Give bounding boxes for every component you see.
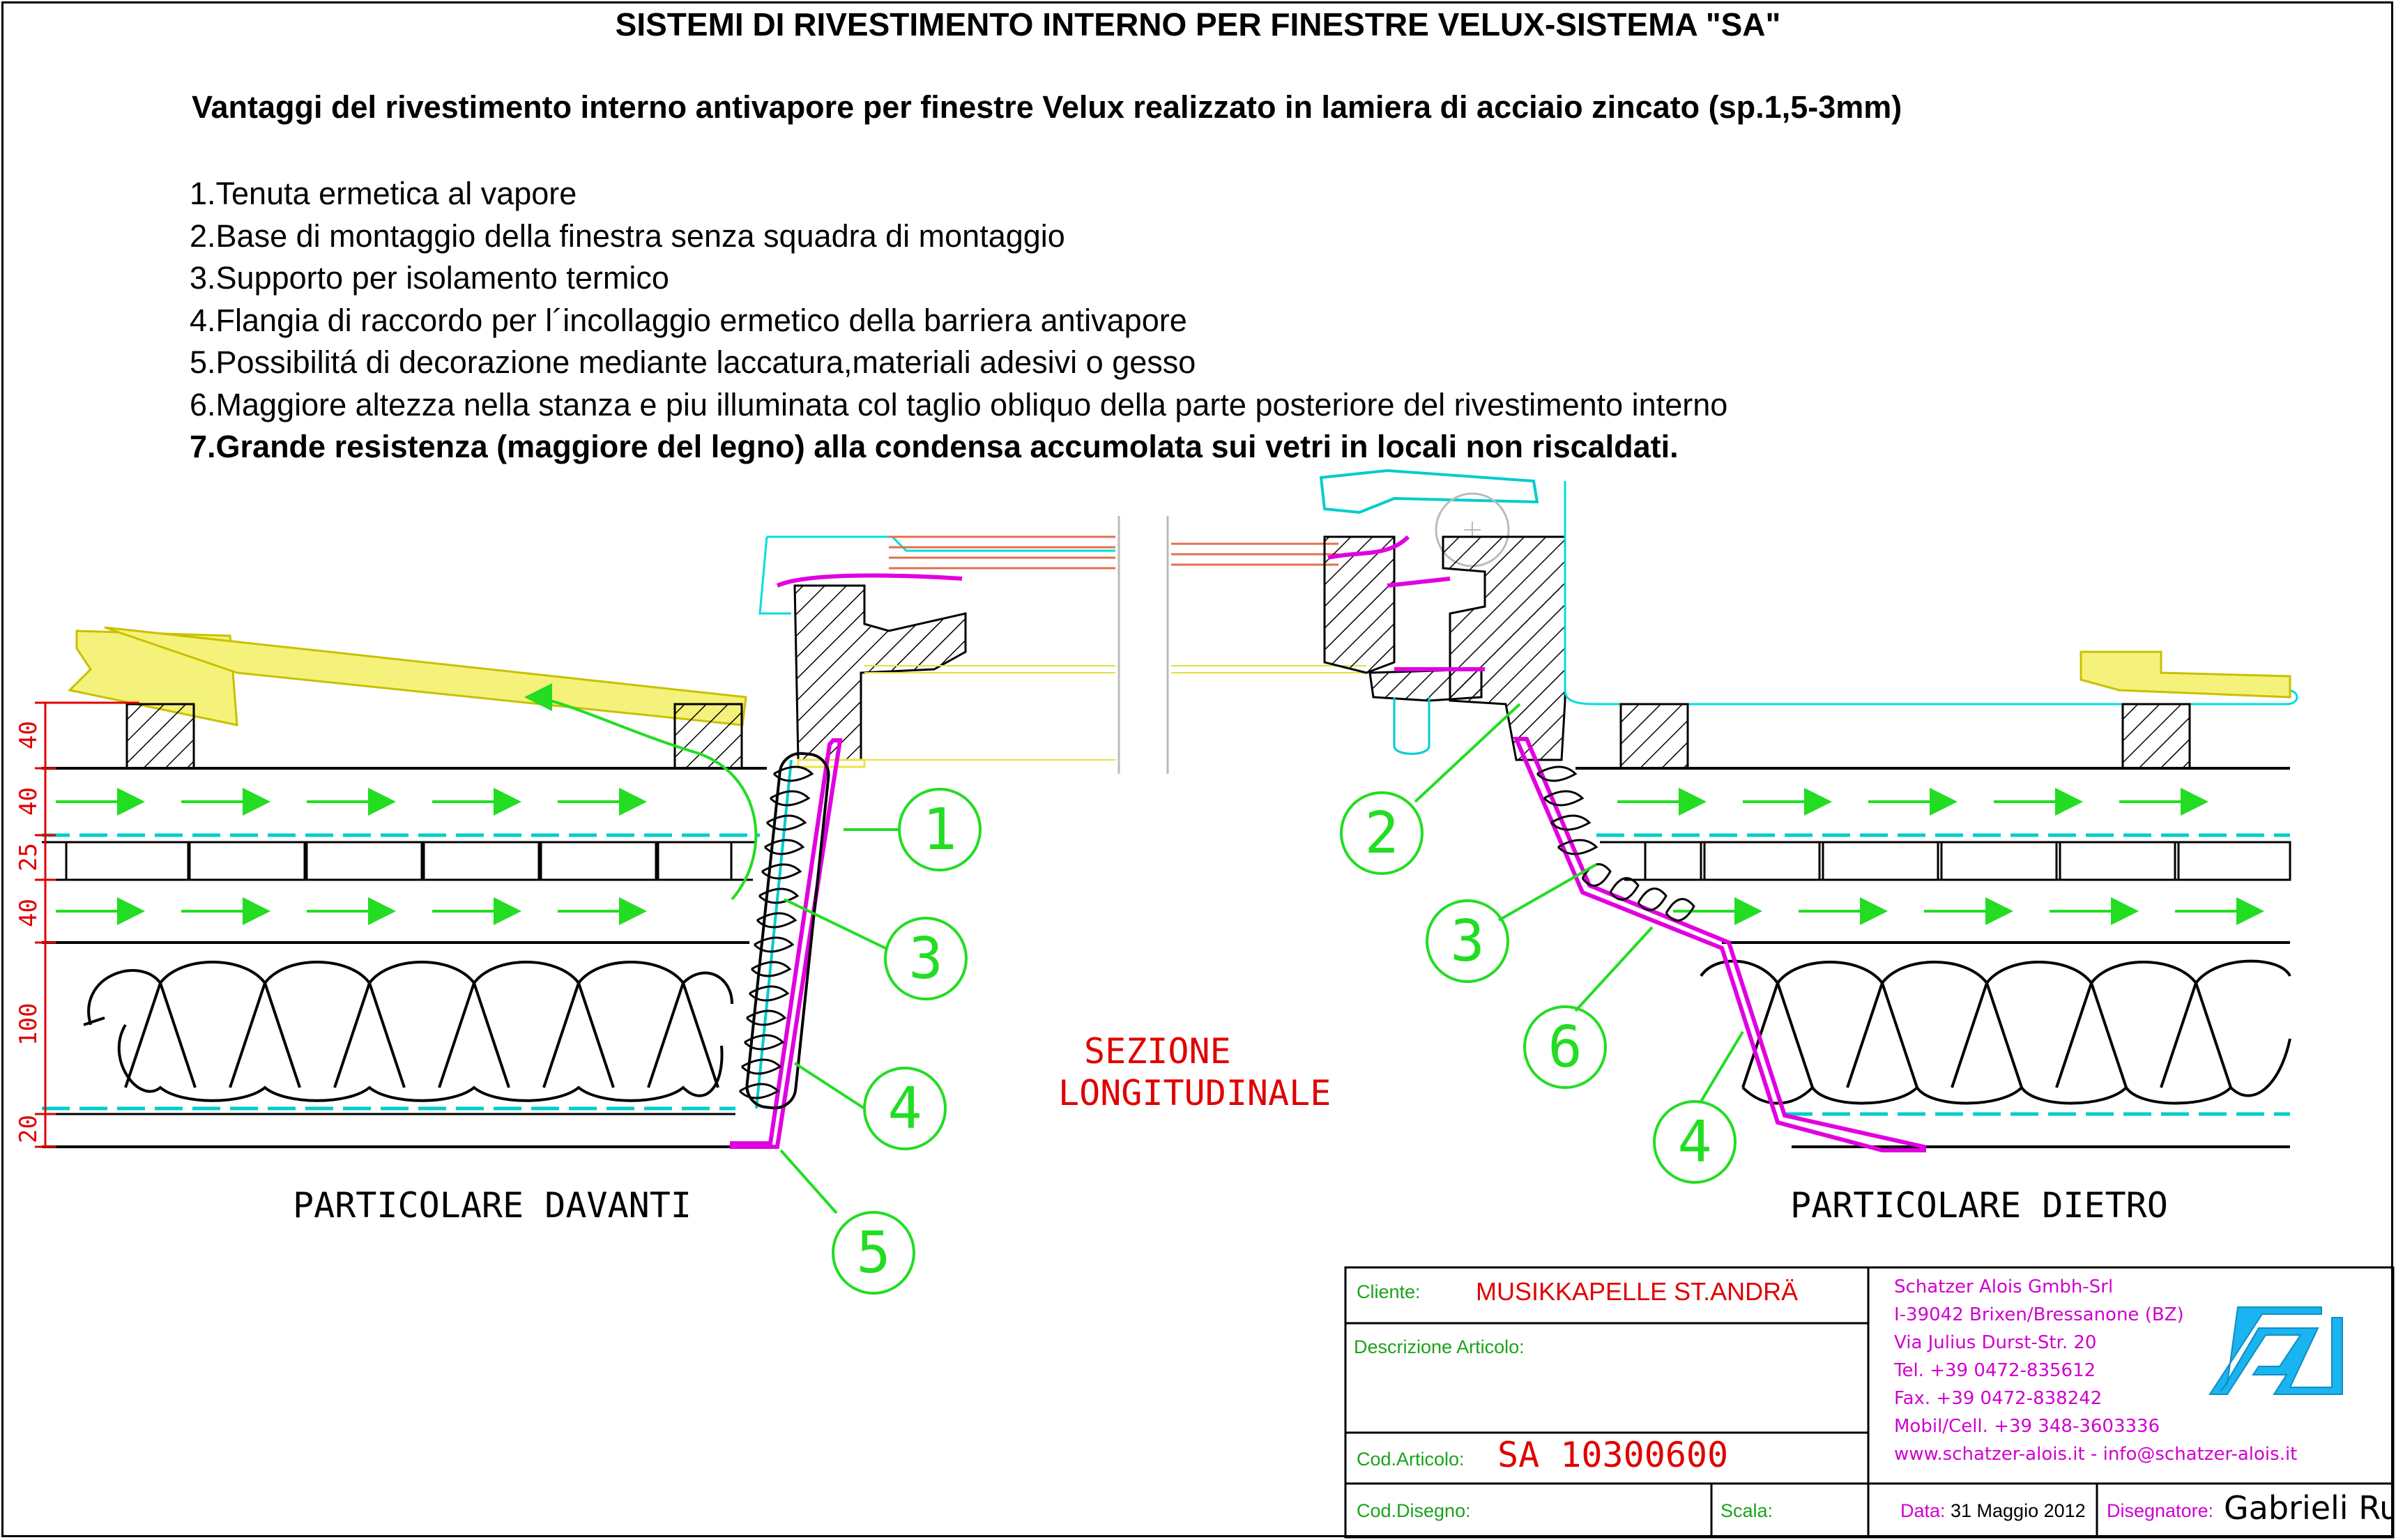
- callout-number: 4: [887, 1076, 922, 1142]
- disegnatore-value: Gabrieli Ru: [2224, 1489, 2391, 1527]
- data-label: Data:: [1900, 1500, 1946, 1521]
- company-line: Mobil/Cell. +39 348-3603336: [1894, 1416, 2160, 1437]
- dimension-label: 40: [15, 899, 43, 927]
- company-line: Fax. +39 0472-838242: [1894, 1388, 2103, 1409]
- cod-disegno-label: Cod.Disegno:: [1357, 1500, 1471, 1521]
- callout-number: 6: [1548, 1014, 1582, 1081]
- callout-number: 2: [1364, 800, 1398, 867]
- cliente-value: MUSIKKAPELLE ST.ANDRÄ: [1476, 1277, 1799, 1306]
- dimension-label: 25: [15, 843, 43, 871]
- company-line: Tel. +39 0472-835612: [1894, 1360, 2096, 1381]
- data-value: 31 Maggio 2012: [1951, 1500, 2086, 1521]
- title-block: [1344, 1266, 2395, 1539]
- section-label: LONGITUDINALE: [1058, 1073, 1331, 1113]
- back-detail-label: PARTICOLARE DIETRO: [1790, 1185, 2168, 1226]
- company-logo-icon: [2208, 1306, 2343, 1395]
- company-info: Schatzer Alois Gmbh-Srl I-39042 Brixen/B…: [1894, 1273, 2297, 1468]
- company-website-link[interactable]: www.schatzer-alois.it - info@schatzer-al…: [1894, 1444, 2298, 1465]
- back-detail: 2 3 6 4: [1166, 468, 2298, 1184]
- steel-lining: [1513, 737, 1926, 1152]
- callout-number: 5: [856, 1220, 890, 1286]
- page-subtitle: Vantaggi del rivestimento interno antiva…: [192, 89, 1902, 125]
- callout-number: 3: [1450, 908, 1484, 975]
- scala-label: Scala:: [1720, 1500, 1773, 1521]
- callout-number: 4: [1677, 1109, 1711, 1175]
- front-detail-label: PARTICOLARE DAVANTI: [293, 1185, 692, 1226]
- advantages-list: 1.Tenuta ermetica al vapore 2.Base di mo…: [190, 173, 1727, 468]
- cod-articolo-label: Cod.Articolo:: [1357, 1449, 1465, 1470]
- dimension-label: 20: [15, 1115, 43, 1143]
- advantage-item: 3.Supporto per isolamento termico: [190, 260, 669, 296]
- advantage-item: 5.Possibilitá di decorazione mediante la…: [190, 344, 1196, 380]
- company-line: Schatzer Alois Gmbh-Srl: [1894, 1276, 2114, 1297]
- company-line: Via Julius Durst-Str. 20: [1894, 1332, 2097, 1353]
- cod-articolo-value: SA 10300600: [1497, 1435, 1729, 1475]
- section-label: SEZIONE: [1084, 1031, 1231, 1072]
- advantage-item: 2.Base di montaggio della finestra senza…: [190, 218, 1065, 254]
- dimension-label: 40: [15, 787, 43, 816]
- dimension-label: 40: [15, 721, 43, 749]
- callout-number: 3: [908, 926, 943, 992]
- advantage-item: 1.Tenuta ermetica al vapore: [190, 176, 577, 211]
- page-title: SISTEMI DI RIVESTIMENTO INTERNO PER FINE…: [615, 6, 1781, 43]
- advantage-item: 4.Flangia di raccordo per l´incollaggio …: [190, 302, 1187, 338]
- disegnatore-label: Disegnatore:: [2107, 1500, 2214, 1521]
- front-detail: 40 40 25 40 100 20: [15, 516, 1120, 1295]
- steel-lining: [730, 738, 843, 1149]
- advantage-item: 7.Grande resistenza (maggiore del legno)…: [190, 429, 1679, 464]
- batten: [125, 703, 195, 770]
- callout-number: 1: [922, 797, 956, 863]
- advantage-item: 6.Maggiore altezza nella stanza e piu il…: [190, 386, 1728, 422]
- dimension-label: 100: [15, 1003, 43, 1046]
- descrizione-label: Descrizione Articolo:: [1354, 1336, 1525, 1357]
- company-line: I-39042 Brixen/Bressanone (BZ): [1894, 1304, 2184, 1325]
- cliente-label: Cliente:: [1357, 1281, 1421, 1302]
